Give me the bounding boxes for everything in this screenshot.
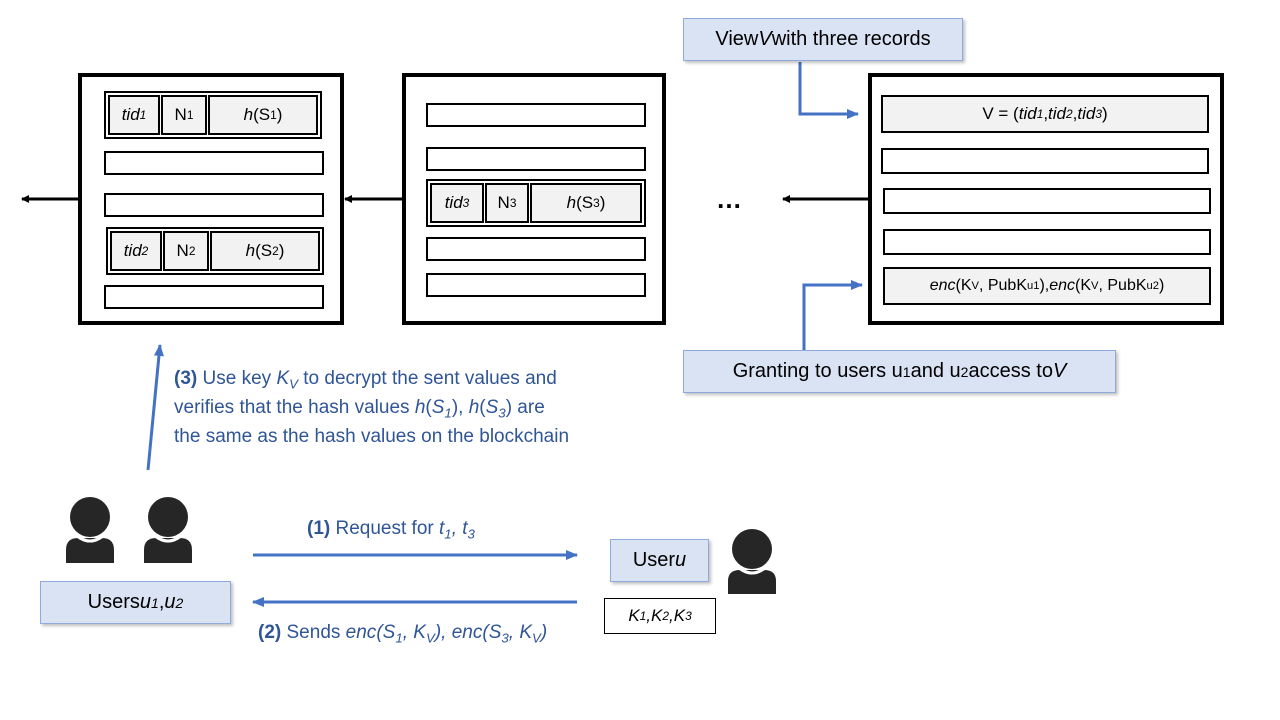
view-callout: View V with three records xyxy=(683,18,963,61)
user-icon-u2 xyxy=(144,497,192,563)
step-2-text: (2) Sends enc(S1, KV), enc(S3, KV) xyxy=(258,622,548,646)
empty-slot xyxy=(426,147,646,171)
step-3-line-3: the same as the hash values on the block… xyxy=(174,426,570,447)
empty-slot xyxy=(426,237,646,261)
empty-slot xyxy=(426,273,646,297)
grant-pointer-arrow xyxy=(802,280,863,350)
empty-slot xyxy=(881,148,1209,174)
empty-slot xyxy=(104,193,324,217)
step-3-text: (3) Use key KV to decrypt the sent value… xyxy=(174,364,569,451)
step-1-text: (1) Request for t1, t3 xyxy=(307,518,475,542)
empty-slot xyxy=(426,103,646,127)
empty-slot xyxy=(104,285,324,309)
user-icon-u1 xyxy=(66,497,114,563)
user-icon-u xyxy=(728,529,776,594)
view-pointer-arrow xyxy=(798,62,859,119)
step-3-line-1: (3) Use key KV to decrypt the sent value… xyxy=(174,368,557,392)
user-u-callout: User u xyxy=(610,539,709,582)
empty-slot xyxy=(883,188,1211,214)
step-3-line-2: verifies that the hash values h(S1), h(S… xyxy=(174,397,545,421)
chain-ellipsis: … xyxy=(716,184,742,214)
empty-slot xyxy=(104,151,324,175)
empty-slot xyxy=(883,229,1211,255)
verify-arrow xyxy=(146,344,164,471)
